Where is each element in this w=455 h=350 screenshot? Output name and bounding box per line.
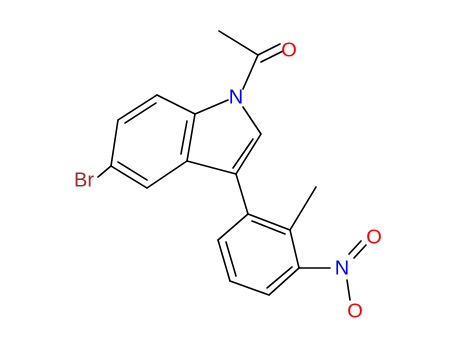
bond-c3-c3a — [186, 160, 237, 175]
bond-carbonyl-o-2 — [260, 50, 284, 63]
atom-o-nitro-top: O — [366, 226, 382, 248]
bond-c6-c5 — [110, 119, 119, 167]
atom-o-nitro-bottom: O — [347, 300, 363, 322]
bond-nitro-o-top-2 — [348, 240, 362, 255]
bond-nitro-o-bottom — [346, 279, 351, 301]
atom-br: Br — [74, 169, 94, 191]
bond-a5-a6-inner — [225, 241, 237, 277]
bond-a3-a4 — [268, 267, 300, 296]
atom-n-nitro: N — [335, 257, 349, 279]
bonds — [97, 30, 367, 301]
bond-a2-methyl — [289, 186, 317, 231]
bond-carbonyl-o-1 — [257, 43, 281, 56]
bond-a3-a4-inner — [266, 266, 293, 289]
bond-a6-a1 — [217, 213, 249, 241]
bond-methyl-carbonyl — [218, 30, 259, 56]
atom-n1: N — [229, 86, 243, 108]
bond-a4-a5 — [229, 280, 270, 296]
bond-a1-a2 — [247, 213, 291, 231]
bond-c7-c6-inner — [124, 102, 157, 124]
bond-c7-c6 — [117, 94, 158, 121]
bond-c2-c3 — [235, 133, 262, 175]
bond-c7a-c3a — [186, 113, 196, 162]
atom-o-acetyl: O — [281, 39, 297, 61]
atom-labels: N O Br N O O — [74, 39, 382, 322]
bond-c3-aryl — [235, 173, 249, 215]
bond-c5-br — [97, 165, 112, 178]
bond-c5-c4 — [110, 165, 148, 189]
bond-a2-a3 — [289, 229, 300, 269]
bond-c5-c4-inner — [117, 161, 148, 181]
bond-n1-c2 — [242, 106, 262, 135]
bond-c4-c3a — [146, 160, 188, 189]
bond-a1-a2-inner — [251, 220, 286, 235]
bond-nitro-o-top-1 — [353, 244, 367, 259]
bond-c7a-c7 — [156, 94, 196, 115]
bond-c7a-n1 — [194, 99, 229, 115]
bond-c7a-c3a-inner — [180, 120, 188, 155]
bond-carbonyl-n — [242, 54, 259, 90]
bond-c2-c3-inner — [232, 138, 254, 169]
bond-a5-a6 — [217, 239, 231, 282]
